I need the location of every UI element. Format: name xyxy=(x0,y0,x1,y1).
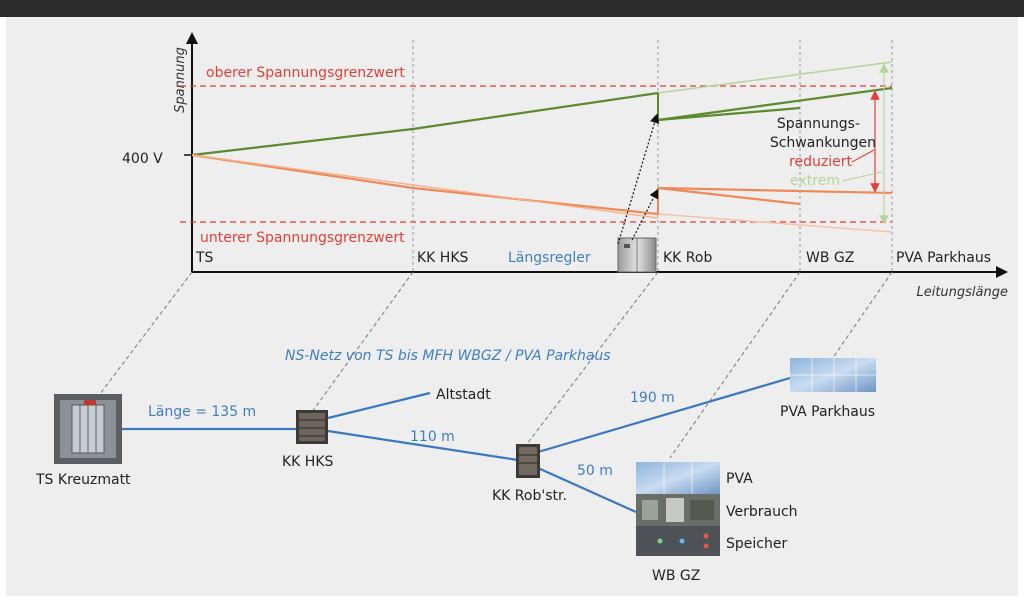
voltage-line-high-before-regulator xyxy=(191,91,659,157)
voltage-line-extreme-high xyxy=(657,61,893,94)
reduced-leader-line xyxy=(851,149,875,163)
solar-panel-parkhaus-icon xyxy=(790,358,876,392)
extreme-leader-line xyxy=(841,171,883,182)
fluctuation-label-line1: Spannungs- xyxy=(777,116,860,132)
voltage-line-low-to-wbgz xyxy=(657,186,801,206)
node-label-kk-hks: KK HKS xyxy=(282,454,334,470)
regulator-cabinet-icon xyxy=(617,237,657,273)
position-label-pva-parkhaus: PVA Parkhaus xyxy=(896,250,991,266)
position-label-kk-rob: KK Rob xyxy=(663,250,712,266)
voltage-line-low-before-regulator xyxy=(191,153,659,216)
connector-lines xyxy=(99,271,893,459)
wbgz-item-verbrauch: Verbrauch xyxy=(726,504,798,520)
reduced-label: reduziert xyxy=(789,154,852,170)
segment-label-hks-rob: 110 m xyxy=(410,429,455,445)
voltage-line-extreme-low xyxy=(657,213,893,233)
lower-limit-label: unterer Spannungsgrenzwert xyxy=(200,230,405,246)
node-label-ts: TS Kreuzmatt xyxy=(35,472,131,488)
nominal-voltage-label: 400 V xyxy=(122,151,163,167)
node-label-altstadt: Altstadt xyxy=(436,387,491,403)
regulator-label: Längsregler xyxy=(508,250,591,266)
segment-label-rob-wbgz: 50 m xyxy=(577,463,613,479)
voltage-chart: Spannung Leitungslänge oberer Spannungsg… xyxy=(122,32,1008,300)
segment-label-ts-hks: Länge = 135 m xyxy=(148,404,256,420)
segment-label-rob-pva: 190 m xyxy=(630,390,675,406)
position-label-kk-hks: KK HKS xyxy=(417,250,469,266)
node-label-kk-rob: KK Rob'str. xyxy=(492,488,567,504)
wbgz-pva-icon xyxy=(636,462,720,494)
regulation-arrow-low xyxy=(631,188,659,241)
network-title: NS-Netz von TS bis MFH WBGZ / PVA Parkha… xyxy=(285,348,611,364)
cable-cabinet-rob-icon xyxy=(516,444,540,478)
voltage-line-high-to-wbgz xyxy=(657,106,801,122)
wbgz-item-pva: PVA xyxy=(726,471,753,487)
voltage-line-low-to-pva xyxy=(657,186,893,195)
wbgz-storage-icon xyxy=(636,526,720,556)
upper-limit-label: oberer Spannungsgrenzwert xyxy=(206,65,405,81)
fluctuation-label-line2: Schwankungen xyxy=(770,135,876,151)
y-axis-arrow-icon xyxy=(186,32,198,44)
node-label-pva-parkhaus: PVA Parkhaus xyxy=(780,404,875,420)
position-label-ts: TS xyxy=(195,250,214,266)
x-axis-label: Leitungslänge xyxy=(916,285,1008,300)
transformer-station-icon xyxy=(54,394,122,464)
extreme-label: extrem xyxy=(790,173,840,189)
voltage-line-high-to-pva xyxy=(657,86,893,122)
cable-rob-pva xyxy=(537,376,791,454)
wbgz-consumption-icon xyxy=(636,494,720,526)
cable-hks-altstadt xyxy=(327,391,431,420)
x-axis-arrow-icon xyxy=(996,266,1008,278)
wbgz-item-speicher: Speicher xyxy=(726,536,787,552)
top-bar xyxy=(0,0,1024,17)
regulation-arrow-high xyxy=(617,113,660,245)
cable-cabinet-hks-icon xyxy=(296,410,328,444)
position-label-wb-gz: WB GZ xyxy=(806,250,854,266)
voltage-line-low-secondary xyxy=(191,154,659,219)
y-axis-label: Spannung xyxy=(173,47,188,113)
cable-hks-rob xyxy=(327,429,519,462)
node-label-wb-gz: WB GZ xyxy=(652,568,700,584)
network-diagram: NS-Netz von TS bis MFH WBGZ / PVA Parkha… xyxy=(35,348,876,584)
cable-rob-wbgz xyxy=(537,466,637,514)
